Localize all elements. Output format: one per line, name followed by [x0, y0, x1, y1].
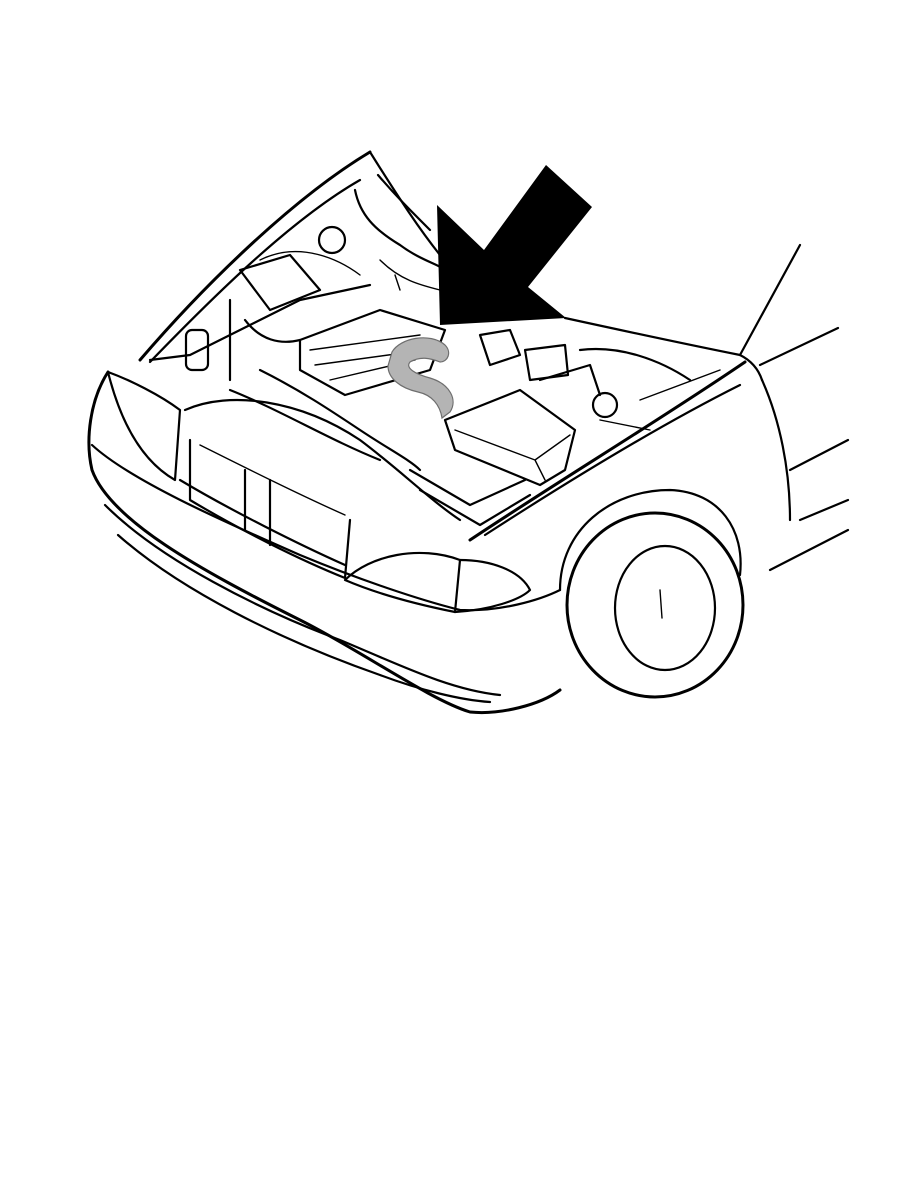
- grille: [178, 398, 462, 580]
- front-bumper: [87, 370, 562, 715]
- hood: [138, 150, 447, 364]
- headlights: [106, 370, 532, 614]
- engine-components: [148, 225, 721, 527]
- fender: [468, 360, 850, 592]
- strut-mount-left: [317, 225, 347, 255]
- valve-cover: [298, 308, 447, 397]
- windshield-pillar: [563, 243, 840, 382]
- strut-mount-right: [591, 391, 619, 419]
- locator-arrow-icon: [437, 165, 592, 325]
- highlighted-hose: [387, 337, 454, 420]
- front-wheel: [565, 511, 745, 699]
- air-filter-box: [443, 388, 577, 487]
- reservoir: [184, 328, 210, 372]
